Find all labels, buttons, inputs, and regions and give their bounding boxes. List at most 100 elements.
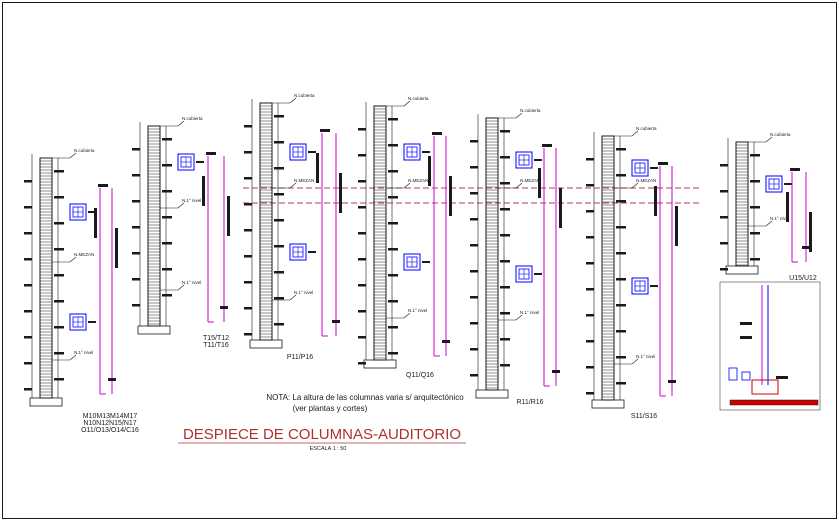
rebar-mark bbox=[586, 262, 594, 265]
level-label: N.1° nivel bbox=[408, 308, 427, 313]
rebar-mark bbox=[244, 177, 252, 180]
rebar-mark bbox=[358, 362, 366, 365]
drawing-scale: ESCALA 1 : 50 bbox=[310, 446, 347, 452]
rod-base-mark bbox=[802, 246, 810, 249]
rebar-mark bbox=[132, 200, 140, 203]
rebar-mark bbox=[470, 348, 478, 351]
rebar-mark bbox=[24, 388, 32, 391]
rebar-mark bbox=[24, 258, 32, 261]
level-label: N.MEZAN bbox=[408, 178, 428, 183]
rod-base-mark bbox=[220, 306, 228, 309]
rebar-mark bbox=[54, 248, 64, 251]
rod-base-mark bbox=[108, 378, 116, 381]
rebar-mark bbox=[616, 382, 626, 385]
rebar-mark bbox=[24, 336, 32, 339]
level-label: N.MEZAN bbox=[636, 178, 656, 183]
rebar-mark bbox=[244, 281, 252, 284]
level-label: N.1° nivel bbox=[520, 310, 539, 315]
rebar-mark bbox=[388, 170, 398, 173]
detail-frame bbox=[719, 281, 821, 411]
level-label: N.MEZAN bbox=[520, 178, 540, 183]
rebar-mark bbox=[244, 255, 252, 258]
rebar-mark bbox=[586, 158, 594, 161]
section-outline bbox=[289, 243, 307, 261]
detail-bar-mark bbox=[741, 371, 751, 381]
rebar-mark bbox=[500, 364, 510, 367]
section-outline bbox=[69, 203, 87, 221]
level-leader bbox=[289, 97, 297, 104]
rebar-mark bbox=[132, 226, 140, 229]
level-leader bbox=[403, 100, 411, 107]
rebar-mark bbox=[586, 210, 594, 213]
rebar-mark bbox=[358, 336, 366, 339]
rebar-mark bbox=[720, 216, 728, 219]
rebar-mark bbox=[54, 222, 64, 225]
level-leader bbox=[515, 182, 523, 189]
rebar-mark bbox=[358, 206, 366, 209]
section-mark bbox=[88, 321, 96, 323]
rebar-mark bbox=[500, 130, 510, 133]
rebar-mark bbox=[586, 366, 594, 369]
level-leader bbox=[289, 294, 297, 301]
rebar-mark bbox=[244, 229, 252, 232]
level-label: N.1° nivel bbox=[294, 290, 313, 295]
level-label: N.1° nivel bbox=[182, 280, 201, 285]
section-mark bbox=[308, 151, 316, 153]
column-footing bbox=[591, 399, 625, 409]
rebar-mark bbox=[616, 330, 626, 333]
rod-top-mark bbox=[542, 144, 552, 147]
rod-base-mark bbox=[442, 340, 450, 343]
foundation-detail bbox=[719, 281, 821, 411]
rebar-mark bbox=[470, 166, 478, 169]
rebar-mark bbox=[54, 326, 64, 329]
rebar-mark bbox=[616, 356, 626, 359]
rebar-mark bbox=[720, 268, 728, 271]
section-outline bbox=[631, 159, 649, 177]
rebar-mark bbox=[274, 271, 284, 274]
rebar-mark bbox=[500, 286, 510, 289]
rebar-mark bbox=[586, 184, 594, 187]
rebar-mark bbox=[274, 245, 284, 248]
rebar-mark bbox=[162, 268, 172, 271]
drawing-title: DESPIECE DE COLUMNAS-AUDITORIO bbox=[183, 426, 461, 443]
rebar-mark bbox=[24, 284, 32, 287]
section-mark bbox=[88, 211, 96, 213]
column-6-label: S11/S16 bbox=[631, 413, 657, 420]
level-label: N.MEZAN bbox=[74, 252, 94, 257]
rebar-mark bbox=[470, 140, 478, 143]
rod-segment bbox=[559, 188, 562, 228]
level-label: N.cubierta bbox=[182, 116, 203, 121]
rebar-mark bbox=[132, 278, 140, 281]
rebar-mark bbox=[616, 174, 626, 177]
section-outline bbox=[403, 253, 421, 271]
rod-segment bbox=[94, 208, 97, 238]
rod-top-mark bbox=[658, 162, 668, 165]
section-outline bbox=[765, 175, 783, 193]
rebar-mark bbox=[244, 151, 252, 154]
rebar-mark bbox=[274, 323, 284, 326]
rebar-mark bbox=[750, 258, 760, 261]
rebar-mark bbox=[388, 352, 398, 355]
rebar-mark bbox=[616, 252, 626, 255]
section-mark bbox=[196, 161, 204, 163]
detail-bar-mark bbox=[728, 367, 738, 381]
rebar-mark bbox=[500, 260, 510, 263]
section-mark bbox=[534, 159, 542, 161]
level-leader bbox=[69, 256, 77, 263]
rebar-mark bbox=[388, 274, 398, 277]
rebar-mark bbox=[388, 144, 398, 147]
column-footing bbox=[725, 265, 759, 275]
level-label: N.cubierta bbox=[294, 93, 315, 98]
level-label: N.cubierta bbox=[520, 108, 541, 113]
rebar-mark bbox=[162, 164, 172, 167]
rod-segment bbox=[538, 168, 541, 198]
rod-segment bbox=[428, 156, 431, 186]
rebar-mark bbox=[358, 284, 366, 287]
level-label: N.1° nivel bbox=[770, 216, 789, 221]
rebar-mark bbox=[586, 236, 594, 239]
column-1-label: M10M13M14M17 N10N12N15/N17 O11/O13/O14/C… bbox=[81, 413, 139, 434]
